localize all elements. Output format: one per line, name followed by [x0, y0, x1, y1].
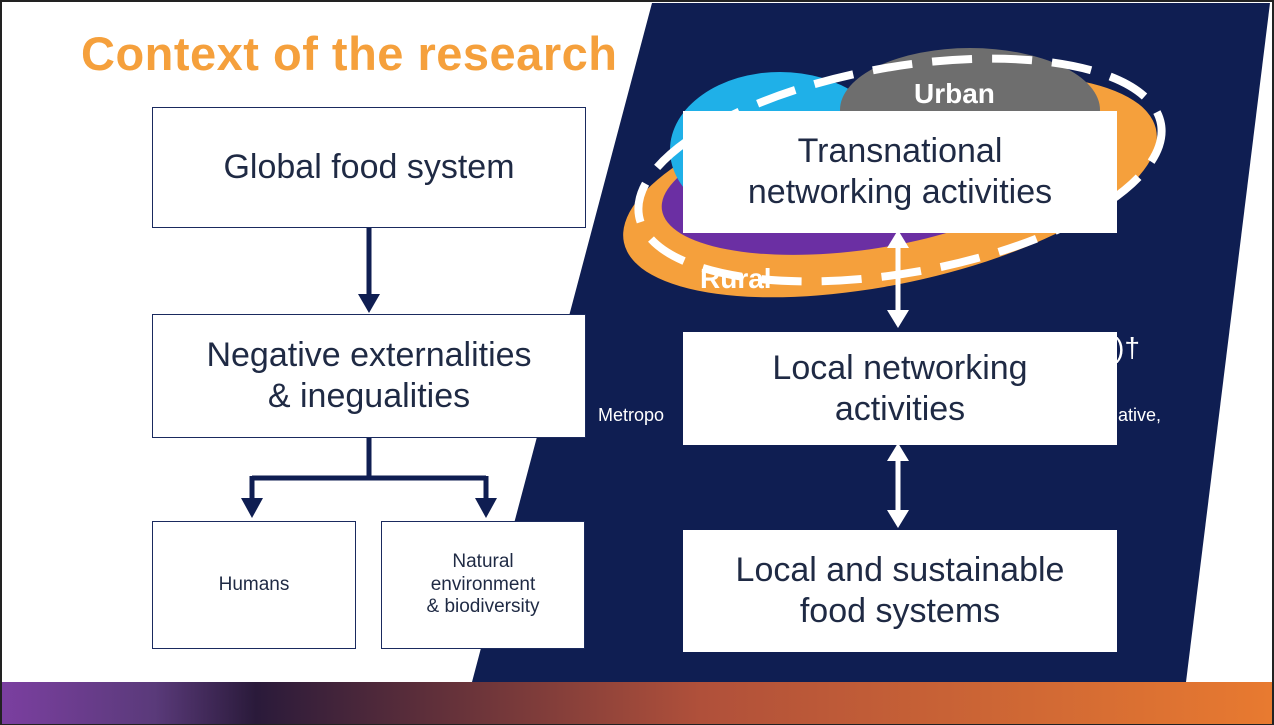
- background-text-fragment: ative,: [1118, 405, 1162, 425]
- local-networking-box: Local networking activities: [683, 332, 1117, 445]
- box-label-line: Negative externalities: [206, 336, 532, 375]
- humans-box: Humans: [152, 521, 356, 649]
- negative-externalities-box: Negative externalities & inegualities: [152, 314, 586, 438]
- box-label-line: Transnational: [797, 132, 1003, 171]
- box-label-line: environment: [430, 573, 536, 595]
- right-flow-arrows: [887, 230, 909, 528]
- box-label-line: networking activities: [747, 173, 1053, 211]
- bottom-gradient-bar: [2, 682, 1272, 724]
- background-text-fragment: Metropo: [598, 405, 665, 425]
- box-label-line: food systems: [799, 592, 1001, 630]
- rural-label: Rural: [700, 263, 772, 294]
- box-label-line: & inegualities: [267, 377, 471, 415]
- box-label-line: Local and sustainable: [735, 551, 1065, 590]
- left-flow-arrows: [241, 228, 497, 518]
- box-label-line: Local networking: [772, 348, 1028, 387]
- box-label: Global food system: [223, 148, 515, 187]
- box-label: Humans: [218, 573, 290, 595]
- urban-label: Urban: [914, 78, 995, 109]
- background-text-fragment: )†: [1115, 332, 1140, 363]
- dashed-outline: [634, 54, 1166, 286]
- box-label-line: Natural: [452, 550, 514, 572]
- global-food-system-box: Global food system: [152, 107, 586, 228]
- natural-environment-box: Natural environment & biodiversity: [381, 521, 585, 649]
- local-food-systems-box: Local and sustainable food systems: [683, 530, 1117, 652]
- box-label-line: & biodiversity: [426, 596, 540, 618]
- box-label-line: activities: [834, 389, 966, 428]
- transnational-networking-box: Transnational networking activities: [683, 111, 1117, 233]
- slide-title: Context of the research: [81, 27, 618, 80]
